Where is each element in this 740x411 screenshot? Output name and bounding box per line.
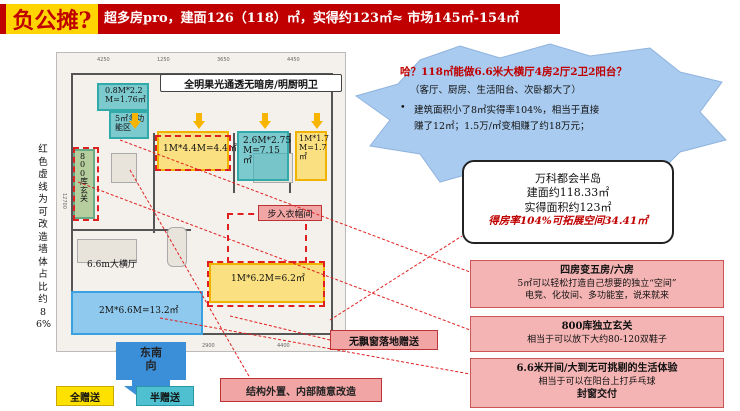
gift-half-tag: 半赠送 xyxy=(136,386,194,406)
bay-window-label: 无飘窗落地赠送 xyxy=(330,330,438,350)
room-b-label: 2.6M*2.75 M=7.15 ㎡ xyxy=(243,136,292,166)
room-a-label: 1M*4.4M=4.4㎡ xyxy=(163,144,237,154)
callout-line-3: 实得面积约123㎡ xyxy=(524,200,612,214)
room-d-zone: 1M*6.2M=6.2㎡ xyxy=(209,263,325,303)
south-label: 东南 向 xyxy=(140,346,162,373)
dim-bottom-3: 4400 xyxy=(277,343,290,349)
cloud-sub: （客厅、厨房、生活阳台、次卧都大了） xyxy=(410,85,582,96)
removable-wall-c xyxy=(207,261,325,307)
balcony-small-zone: 0.8M*2.2 M=1.76㎡ xyxy=(97,83,149,111)
room-d-label: 1M*6.2M=6.2㎡ xyxy=(231,274,305,284)
card-rooms-head: 四房变五房/六房 xyxy=(560,265,634,276)
card-porch: 800库独立玄关 相当于可以放下大约80-120双鞋子 xyxy=(470,316,724,352)
dining-table xyxy=(167,227,187,267)
room-a-zone: 1M*4.4M=4.4㎡ xyxy=(157,131,237,171)
porch-label: 8 0 0 库 玄 关 xyxy=(80,152,88,203)
bathroom-fixture xyxy=(111,153,137,183)
multi-room-label: 5㎡多功 能区 xyxy=(115,114,145,132)
dim-top-4: 4450 xyxy=(287,57,300,63)
wardrobe-label: 步入衣帽间 xyxy=(258,205,322,221)
dim-left: 12700 xyxy=(61,193,67,209)
room-b-zone: 2.6M*2.75 M=7.15 ㎡ xyxy=(237,131,292,181)
light-arrow-2 xyxy=(193,113,205,129)
dim-top-1: 4250 xyxy=(97,57,110,63)
removable-wall-a xyxy=(155,135,231,171)
hall-label: 6.6m大横厅 xyxy=(87,260,137,270)
room-c-zone: 1M*1.7 M=1.7 ㎡ xyxy=(295,131,330,181)
card-balcony-head: 6.6米开间/大到无可挑剔的生活体验 xyxy=(516,363,678,374)
card-porch-head: 800库独立玄关 xyxy=(561,321,633,332)
sofa xyxy=(77,239,137,263)
light-arrow-3 xyxy=(259,113,271,129)
balcony-large-label: 2M*6.6M=13.2㎡ xyxy=(99,306,179,316)
banner-bright: 全明果光通透无暗房/明厨明卫 xyxy=(160,74,342,92)
card-rooms-line-1: 5㎡可以轻松打造自己想要的独立“空间” xyxy=(517,278,677,289)
card-rooms: 四房变五房/六房 5㎡可以轻松打造自己想要的独立“空间” 电竞、化妆间、多功能室… xyxy=(470,260,724,308)
cloud-question: 哈？118㎡能做6.6米大横厅4房2厅2卫2阳台？ xyxy=(400,66,627,78)
project-callout: 万科都会半岛 建面约118.33㎡ 实得面积约123㎡ 得房率104%可拓展空间… xyxy=(462,160,674,244)
title-tag: 负公摊? xyxy=(6,4,98,34)
card-balcony: 6.6米开间/大到无可挑剔的生活体验 相当于可以在阳台上打乒乓球 封窗交付 xyxy=(470,358,724,408)
callout-line-1: 万科都会半岛 xyxy=(535,172,601,185)
title-text: 超多房pro，建面126（118）㎡，实得约123㎡≈ 市场145㎡-154㎡ xyxy=(104,11,520,26)
dim-bottom-2: 2900 xyxy=(202,343,215,349)
light-arrow-4 xyxy=(311,113,323,129)
balcony-small-label: 0.8M*2.2 M=1.76㎡ xyxy=(105,86,146,104)
balcony-large-zone: 2M*6.6M=13.2㎡ xyxy=(71,291,203,335)
light-arrow-1 xyxy=(129,113,141,129)
card-balcony-line-1: 相当于可以在阳台上打乒乓球 xyxy=(538,376,656,387)
structure-label: 结构外置、内部随意改造 xyxy=(220,378,382,402)
card-rooms-line-2: 电竞、化妆间、多功能室，说来就来 xyxy=(524,290,669,301)
callout-line-2: 建面约118.33㎡ xyxy=(526,186,610,200)
room-c-label: 1M*1.7 M=1.7 ㎡ xyxy=(299,134,330,161)
card-balcony-line-2: 封窗交付 xyxy=(577,388,617,400)
removable-wall-d xyxy=(73,147,99,221)
cloud-bullet-dot: • xyxy=(400,102,406,113)
cloud-bullet-2: 赚了12㎡；1.5万/㎡变相赚了约18万元； xyxy=(414,121,590,132)
card-porch-line-1: 相当于可以放下大约80-120双鞋子 xyxy=(527,334,667,345)
side-note: 红色虚线为可改造墙体占比约86% xyxy=(36,144,52,331)
dim-top-3: 3650 xyxy=(217,57,230,63)
cloud-bullet-1: 建筑面积小了8㎡实得率104%，相当于直接 xyxy=(414,105,600,116)
dim-top-2: 1250 xyxy=(157,57,170,63)
gift-full-tag: 全赠送 xyxy=(56,386,114,406)
callout-line-4: 得房率104%可拓展空间34.41㎡ xyxy=(488,214,648,227)
